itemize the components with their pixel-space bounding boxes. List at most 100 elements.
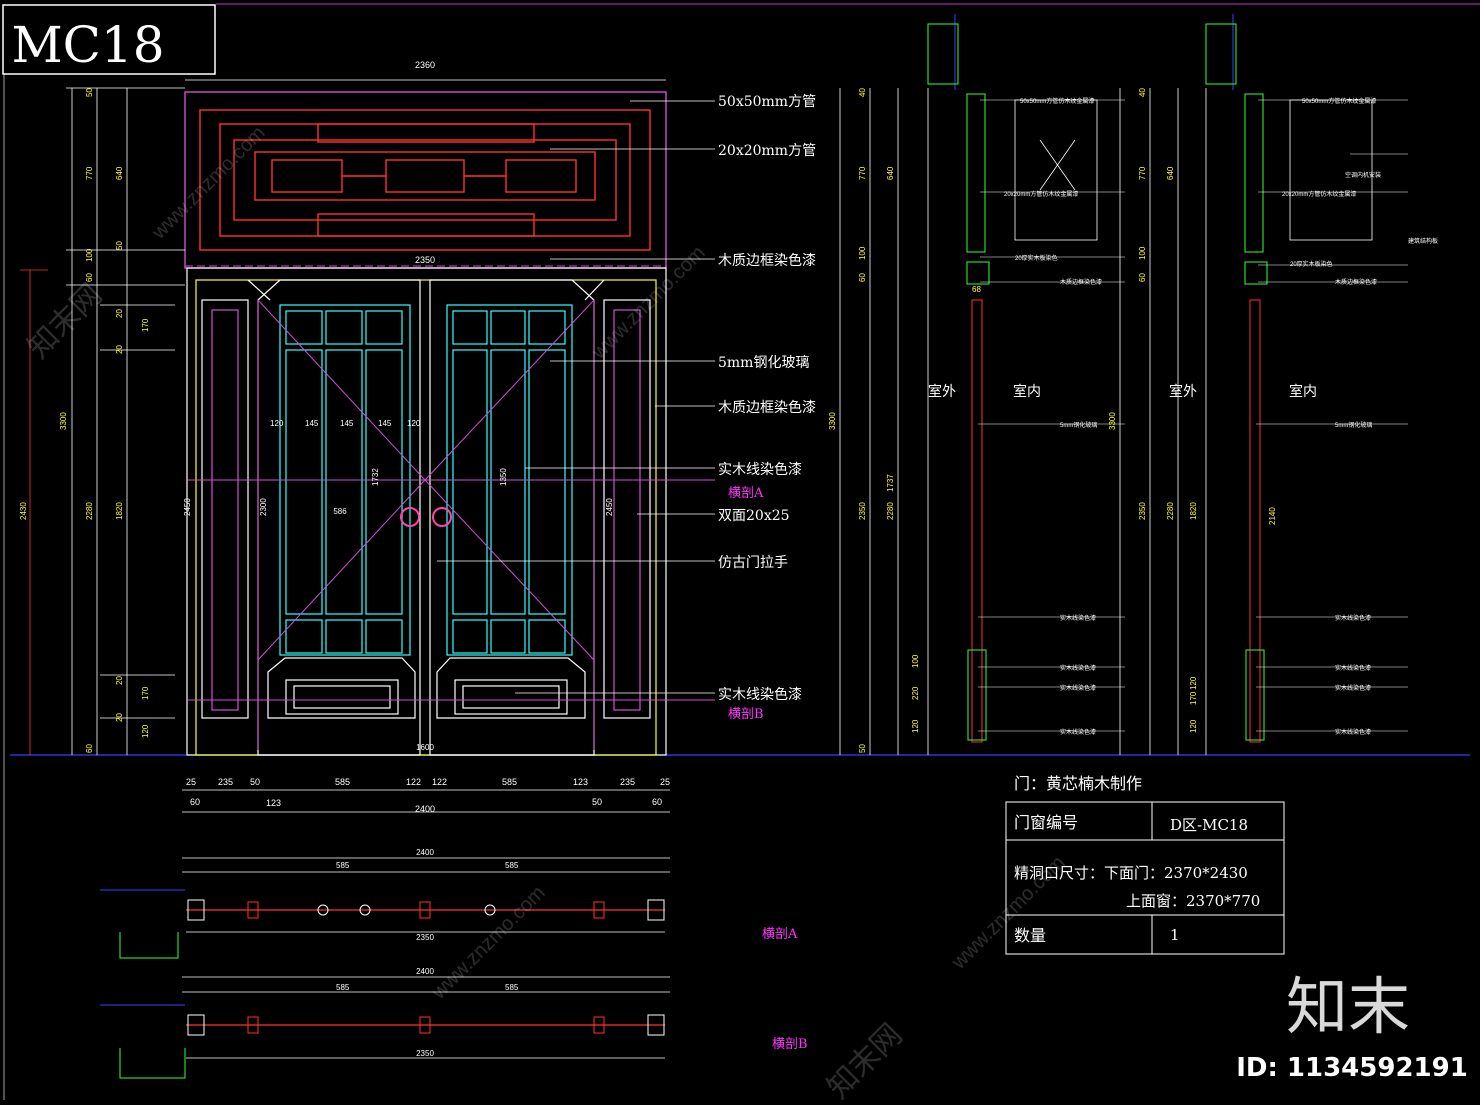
svg-text:100: 100 [1138,246,1147,260]
svg-text:20厚实木板染色: 20厚实木板染色 [1015,254,1058,262]
bottom-dimension-values: 25 235 50 585 122 122 585 123 235 25 60 … [186,777,670,814]
callout-leaders [437,100,715,694]
svg-text:2280: 2280 [1166,502,1175,520]
svg-text:2350: 2350 [416,933,434,942]
left-dimension-lines [20,87,185,755]
svg-text:50: 50 [115,241,124,250]
svg-text:100: 100 [858,246,867,260]
svg-text:实木线染色漆: 实木线染色漆 [1060,614,1096,622]
svg-text:2430: 2430 [19,502,28,520]
horizontal-section-a: 2400 585 585 2350 横剖A [100,848,798,959]
svg-text:2400: 2400 [416,848,434,857]
svg-text:770: 770 [858,166,867,180]
horizontal-section-b: 2400 585 585 2350 横剖B [100,967,808,1079]
svg-text:实木线染色漆: 实木线染色漆 [1335,684,1371,692]
svg-text:586: 586 [333,507,347,516]
svg-text:2350: 2350 [416,1049,434,1058]
svg-text:www.znzmo.com: www.znzmo.com [587,242,709,364]
svg-text:实木线染色漆: 实木线染色漆 [1060,684,1096,692]
door-leaf-left [257,279,421,756]
svg-text:25: 25 [186,777,196,787]
svg-text:60: 60 [190,797,200,807]
svg-text:实木线染色漆: 实木线染色漆 [1060,664,1096,672]
callout-text: 仿古门拉手 [718,555,788,571]
svg-text:770: 770 [85,166,94,180]
svg-text:2350: 2350 [858,502,867,520]
front-elevation: 2360 2350 [19,60,816,814]
callout-text: 实木线染色漆 [718,686,802,703]
svg-text:640: 640 [886,166,895,180]
svg-text:1600: 1600 [416,743,434,752]
svg-text:2280: 2280 [85,502,94,520]
svg-text:123: 123 [266,798,281,808]
svg-text:2450: 2450 [605,498,614,516]
watermark-logo: 知末 ID: 1134592191 [1236,970,1468,1083]
svg-text:20: 20 [115,309,124,318]
spec-value: 1 [1170,926,1180,944]
svg-text:知末网: 知末网 [822,1018,909,1105]
svg-text:2400: 2400 [416,967,434,976]
svg-text:120: 120 [407,419,421,428]
svg-text:585: 585 [505,861,519,870]
svg-text:空调内机安装: 空调内机安装 [1345,171,1381,179]
svg-text:120: 120 [1189,719,1198,733]
door-handles [400,507,452,527]
svg-text:2300: 2300 [259,498,268,516]
svg-text:25: 25 [660,777,670,787]
svg-text:145: 145 [340,419,354,428]
svg-text:2450: 2450 [183,498,192,516]
left-dimension-values: 50 770 640 50 100 60 20 170 20 2430 2280… [19,88,150,753]
svg-text:68: 68 [972,285,981,294]
callout-labels: 50x50mm方管 20x20mm方管 木质边框染色漆 5mm钢化玻璃 木质边框… [718,94,816,722]
svg-text:585: 585 [335,777,350,787]
svg-text:20厚实木板染色: 20厚实木板染色 [1290,260,1333,268]
svg-text:5mm钢化玻璃: 5mm钢化玻璃 [1335,421,1372,429]
section-marker-b: 横剖B [728,707,764,722]
callout-text: 木质边框染色漆 [718,252,816,269]
svg-text:木质边框染色漆: 木质边框染色漆 [1060,278,1102,286]
svg-text:100: 100 [85,248,94,262]
door-inner-dims: 120 145 145 145 120 586 1600 1732 1350 2… [183,419,614,752]
svg-text:585: 585 [505,983,519,992]
watermark-id: ID: 1134592191 [1236,1053,1468,1083]
inside-label: 室内 [1289,383,1317,400]
dim-transom-width: 2360 [415,60,435,70]
svg-text:www.znzmo.com: www.znzmo.com [147,122,269,244]
transom-window [184,91,667,269]
svg-text:建筑结构板: 建筑结构板 [1408,237,1438,245]
svg-text:145: 145 [378,419,392,428]
svg-text:实木线染色漆: 实木线染色漆 [1335,614,1371,622]
spec-label: 精洞口尺寸：下面门：2370*2430 [1014,864,1248,882]
svg-text:1350: 1350 [499,468,508,486]
svg-text:170: 170 [141,318,150,332]
svg-text:120: 120 [141,724,150,738]
callout-text: 20x20mm方管 [718,143,816,159]
callout-text: 实木线染色漆 [718,461,802,478]
spec-table: 门：黄芯楠木制作 门窗编号 D区-MC18 精洞口尺寸：下面门：2370*243… [1005,774,1285,955]
side-section-1: 室外 室内 50x50mm方管仿木纹金属漆 20x20mm方管仿木纹金属漆 20… [828,14,1125,755]
svg-text:122: 122 [406,777,421,787]
svg-text:2140: 2140 [1268,507,1277,525]
svg-text:1737: 1737 [886,474,895,492]
svg-text:60: 60 [85,744,94,753]
svg-text:40: 40 [1138,88,1147,97]
svg-text:3300: 3300 [1108,412,1117,430]
svg-text:5mm钢化玻璃: 5mm钢化玻璃 [1060,421,1097,429]
dim-door-width: 2350 [415,255,435,265]
svg-text:3300: 3300 [59,412,68,430]
svg-text:145: 145 [305,419,319,428]
spec-label: 门窗编号 [1014,813,1078,832]
svg-text:20x20mm方管仿木纹金属漆: 20x20mm方管仿木纹金属漆 [1282,190,1356,198]
svg-text:实木线染色漆: 实木线染色漆 [1060,728,1096,736]
svg-text:1820: 1820 [115,502,124,520]
drawing-title-block: MC18 [2,4,216,75]
svg-text:50: 50 [858,744,867,753]
svg-text:实木线染色漆: 实木线染色漆 [1335,664,1371,672]
callout-text: 木质边框染色漆 [718,399,816,416]
svg-text:2400: 2400 [415,804,435,814]
svg-text:3300: 3300 [828,412,837,430]
svg-text:170: 170 [141,686,150,700]
section-a-label: 横剖A [762,927,798,942]
svg-text:640: 640 [115,166,124,180]
svg-text:www.znzmo.com: www.znzmo.com [427,882,549,1004]
